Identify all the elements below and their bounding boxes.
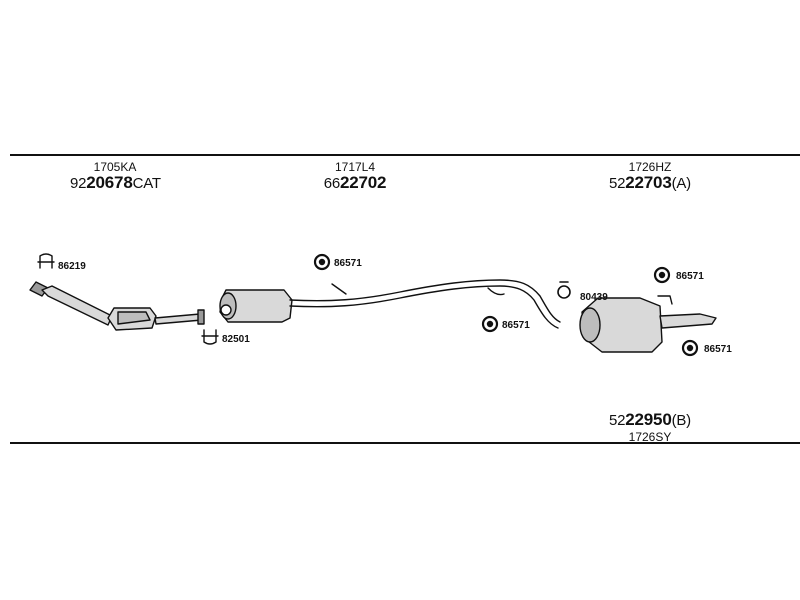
hanger-rear-top-label: 86571 <box>676 271 704 282</box>
group-3-code: 1726HZ <box>628 160 672 174</box>
intermediate-pipe <box>289 279 561 329</box>
clamp-top-label: 86219 <box>58 261 86 272</box>
hanger-lower-label: 86571 <box>502 320 530 331</box>
hanger-icon-mid <box>313 253 331 271</box>
rear-silencer <box>579 295 717 353</box>
front-pipe <box>29 281 113 326</box>
hanger-icon-rear-top <box>653 266 671 284</box>
group-2-label: 1717L4 6622702 <box>310 160 400 193</box>
clamp-icon-bottom <box>201 329 219 345</box>
group-1-code: 1705KA <box>93 160 137 174</box>
ring-label: 80439 <box>580 292 608 303</box>
group-2-part-number: 6622702 <box>323 173 387 193</box>
group-3-part-number: 5222703(A) <box>609 173 691 193</box>
group-1-label: 1705KA 9220678CAT <box>70 160 161 193</box>
clamp-bottom-label: 82501 <box>222 334 250 345</box>
group-1-part-number: 9220678CAT <box>70 173 161 193</box>
group-2-code: 1717L4 <box>334 160 376 174</box>
group-4-label: 5222950(B) 1726SY <box>595 410 705 445</box>
hanger-rear-bottom-label: 86571 <box>704 344 732 355</box>
bottom-divider <box>10 442 800 444</box>
group-4-code: 1726SY <box>628 430 672 444</box>
hanger-mid-label: 86571 <box>334 258 362 269</box>
ring-icon <box>557 281 571 299</box>
middle-silencer <box>219 289 293 323</box>
hanger-icon-lower <box>481 315 499 333</box>
clamp-icon-top <box>37 253 55 269</box>
group-4-part-number: 5222950(B) <box>609 410 691 430</box>
catalytic-converter <box>107 307 205 331</box>
hanger-icon-rear-bottom <box>681 339 699 357</box>
top-divider <box>10 154 800 156</box>
group-3-label: 1726HZ 5222703(A) <box>595 160 705 193</box>
